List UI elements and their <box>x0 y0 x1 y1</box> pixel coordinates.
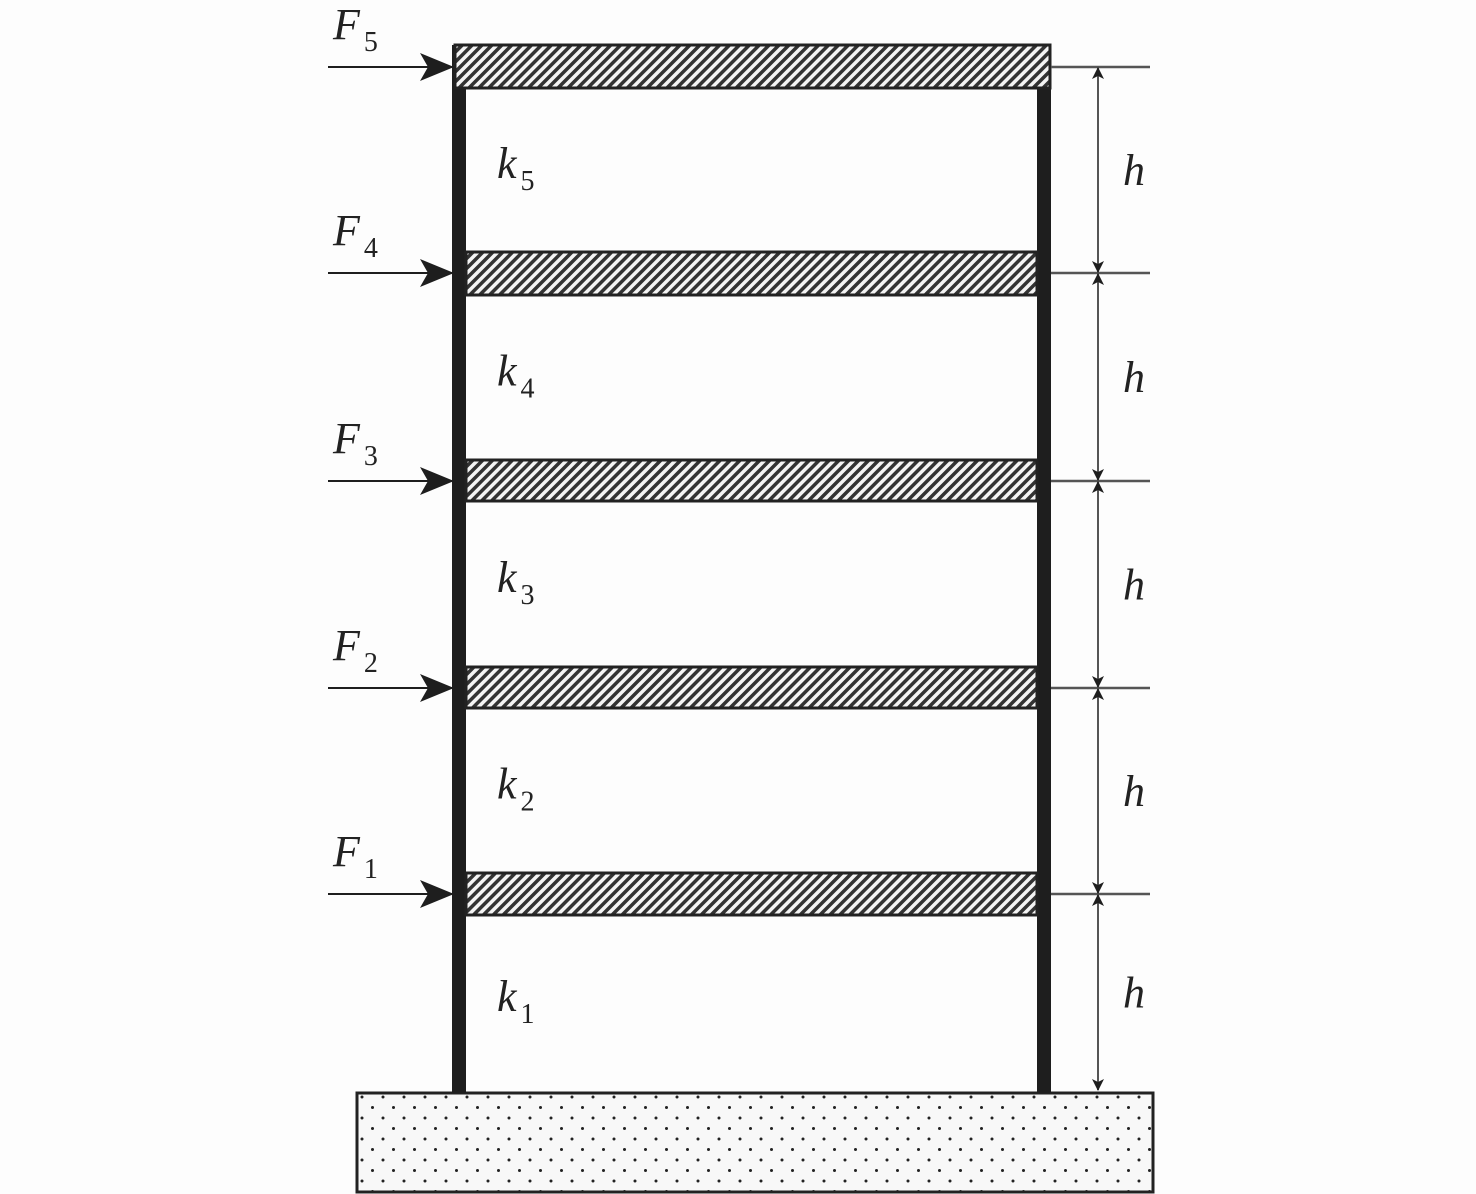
force-label-3-subscript: 3 <box>364 441 378 472</box>
floor-slab-2 <box>464 665 1039 710</box>
force-label-3-symbol: F <box>332 414 361 463</box>
force-label-1-subscript: 1 <box>364 854 378 885</box>
right-column <box>1037 45 1051 1093</box>
height-label-2: h <box>1123 767 1145 816</box>
force-label-2-subscript: 2 <box>364 648 378 679</box>
stiffness-label-3-symbol: k <box>497 553 518 602</box>
stiffness-label-2-symbol: k <box>497 760 518 809</box>
force-label-1-symbol: F <box>332 827 361 876</box>
force-label-5-symbol: F <box>332 0 361 49</box>
floor-slab-5 <box>453 43 1052 90</box>
force-label-4-subscript: 4 <box>364 233 378 264</box>
floor-slab-1 <box>464 871 1039 917</box>
height-label-4: h <box>1123 353 1145 402</box>
force-label-2-symbol: F <box>332 621 361 670</box>
stiffness-label-5-subscript: 5 <box>521 166 535 197</box>
ground-foundation <box>355 1091 1155 1194</box>
stiffness-label-2-subscript: 2 <box>521 787 535 818</box>
stiffness-label-4-subscript: 4 <box>521 374 535 405</box>
floor-slab-4 <box>464 250 1039 297</box>
stiffness-label-1-subscript: 1 <box>521 999 535 1030</box>
force-label-5-subscript: 5 <box>364 27 378 58</box>
stiffness-label-3-subscript: 3 <box>521 580 535 611</box>
height-label-1: h <box>1123 969 1145 1018</box>
height-label-3: h <box>1123 561 1145 610</box>
floor-slab-3 <box>464 458 1039 503</box>
left-column <box>452 45 466 1093</box>
force-label-4-symbol: F <box>332 206 361 255</box>
stiffness-label-1-symbol: k <box>497 972 518 1021</box>
stiffness-label-5-symbol: k <box>497 139 518 188</box>
stiffness-label-4-symbol: k <box>497 347 518 396</box>
height-label-5: h <box>1123 146 1145 195</box>
